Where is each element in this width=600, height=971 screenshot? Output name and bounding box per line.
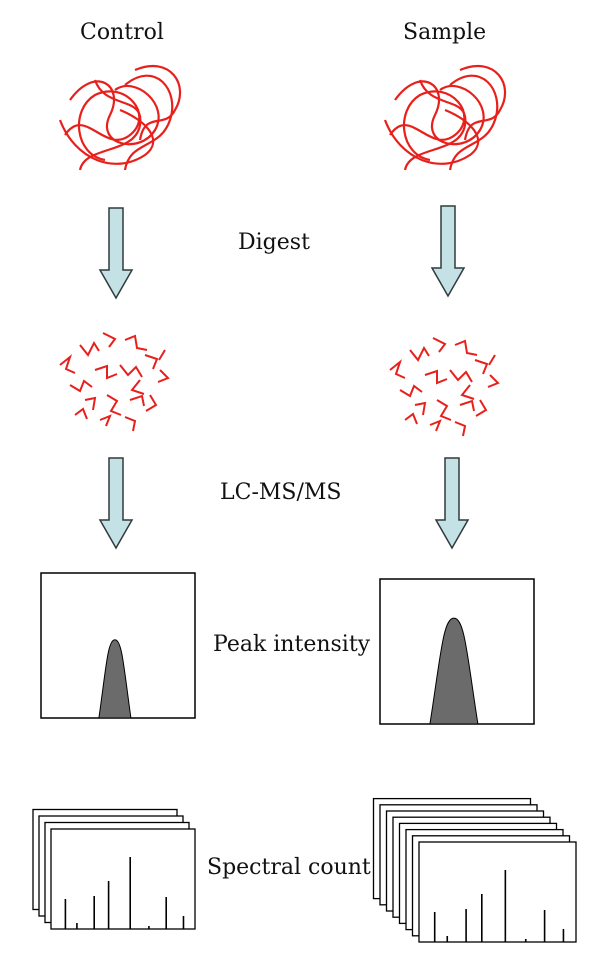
step-label-peak-intensity: Peak intensity (213, 632, 371, 657)
spectra-stack-control (32, 808, 196, 930)
step-label-spectral-count: Spectral count (207, 855, 371, 880)
lcms-arrow-control (98, 457, 134, 550)
lcms-arrow-sample (434, 457, 470, 550)
spectrum-card (418, 841, 577, 943)
protein-strand (383, 64, 506, 171)
protein-tangle-control (58, 64, 181, 171)
step-label-lcms: LC-MS/MS (220, 480, 342, 505)
protein-tangle-sample (383, 64, 506, 171)
peptide-fragments (389, 337, 500, 437)
spectra-stack-sample (372, 797, 577, 943)
peak-control (98, 639, 132, 719)
digest-arrow-sample (430, 205, 466, 298)
peptide-fragments (59, 332, 170, 432)
spectrum-card (50, 828, 196, 930)
peptide-cloud-control (59, 332, 170, 432)
column-title-control: Control (80, 20, 164, 45)
step-label-digest: Digest (238, 230, 310, 255)
peak-sample (429, 617, 479, 725)
protein-strand (58, 64, 181, 171)
digest-arrow-control (98, 207, 134, 300)
column-title-sample: Sample (403, 20, 487, 45)
peptide-cloud-sample (389, 337, 500, 437)
